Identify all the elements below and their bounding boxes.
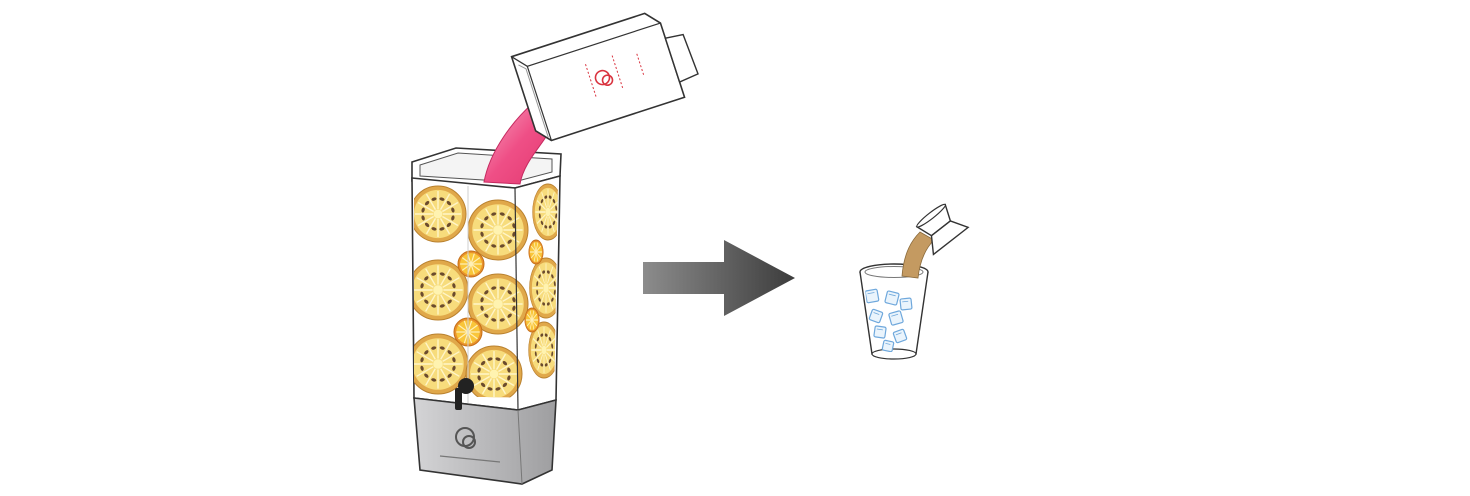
mix-carton-icon [510, 12, 699, 142]
fruit-slices [414, 185, 529, 398]
brand-logo [439, 427, 501, 463]
jigger-icon [915, 203, 970, 256]
dispenser-base [413, 397, 557, 485]
liquor-stream [901, 231, 935, 279]
spigot-icon [455, 378, 474, 410]
beverage-dispenser-icon [411, 147, 562, 485]
carton-label [585, 53, 645, 99]
ice-cup-icon [859, 263, 929, 360]
ice-cubes [864, 288, 913, 352]
right-arrow-icon [643, 240, 795, 316]
fruit-slices-side [524, 183, 558, 379]
